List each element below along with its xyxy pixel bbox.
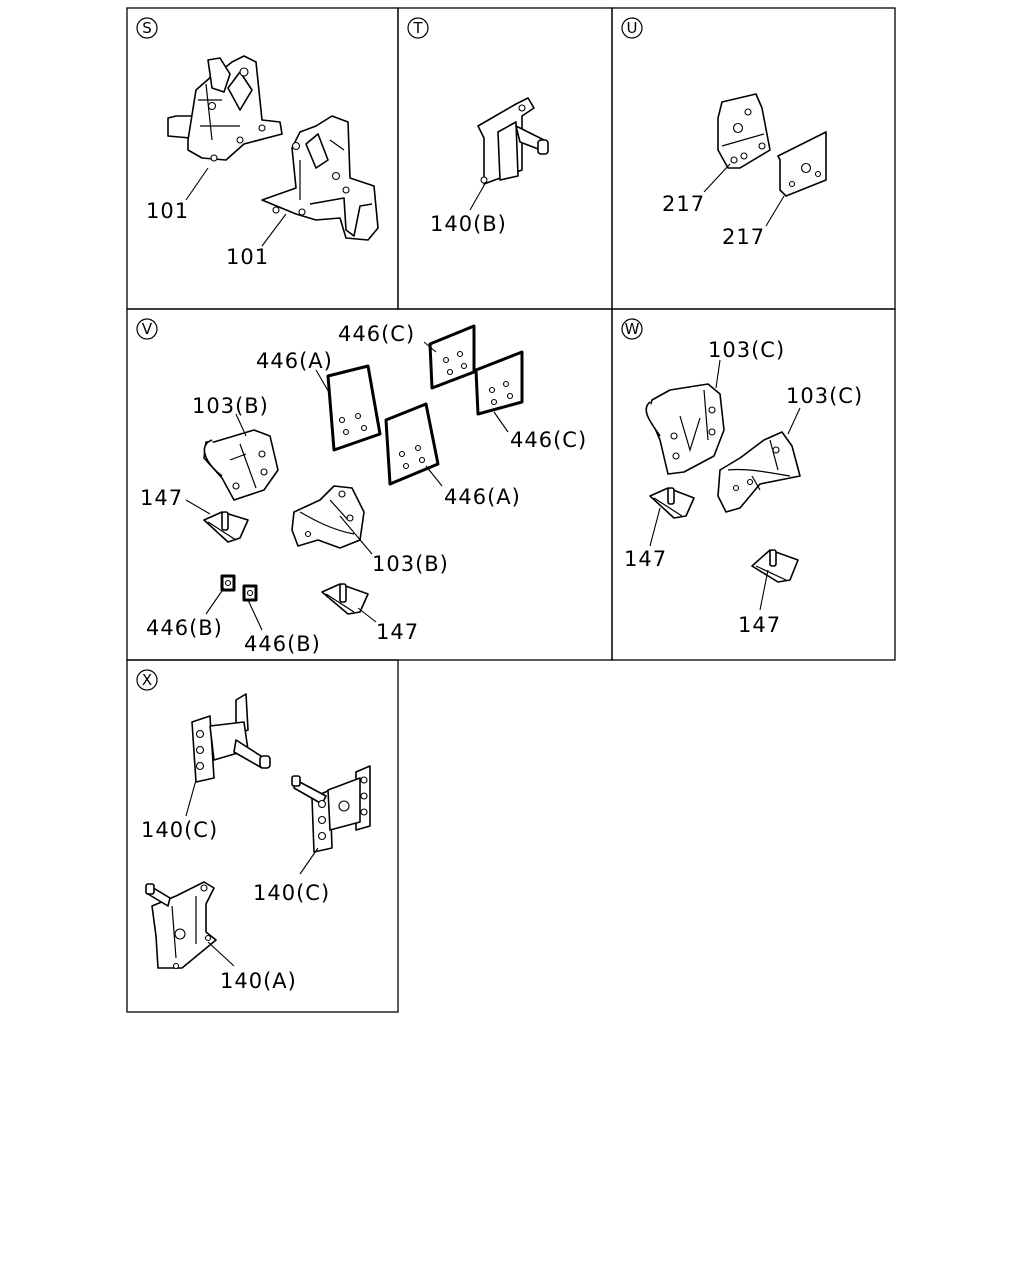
- callout-147-lower: 147: [376, 620, 419, 644]
- callout-446c-top: 446(C): [338, 322, 415, 346]
- panel-u-marker: U: [621, 17, 643, 39]
- panel-t-marker: T: [407, 17, 429, 39]
- panel-w-marker: W: [621, 318, 643, 340]
- panel-v-marker: V: [136, 318, 158, 340]
- bracket-103c-left-drawing: [645, 383, 725, 475]
- panel-v-frame: [126, 308, 613, 661]
- pad-147-w-lower-drawing: [751, 549, 799, 583]
- panel-x-frame: [126, 659, 399, 1013]
- pad-147-upper-drawing: [203, 511, 249, 543]
- callout-147-w-lower: 147: [738, 613, 781, 637]
- panel-s-marker: S: [136, 17, 158, 39]
- panel-x-marker: X: [136, 669, 158, 691]
- callout-103c-right: 103(C): [786, 384, 863, 408]
- bracket-101-upper-drawing: [167, 55, 283, 162]
- pad-147-w-upper-drawing: [649, 487, 695, 519]
- shaft-bracket-140a-drawing: [145, 881, 217, 970]
- svg-text:S: S: [142, 19, 152, 37]
- callout-101-lower: 101: [226, 245, 269, 269]
- callout-147-upper: 147: [140, 486, 183, 510]
- svg-text:V: V: [142, 320, 153, 338]
- plate-446a-upper-drawing: [326, 364, 382, 452]
- plate-446c-top-drawing: [428, 324, 476, 390]
- callout-101-upper: 101: [146, 199, 189, 223]
- pad-147-lower-drawing: [321, 583, 369, 615]
- bracket-103c-right-drawing: [717, 431, 801, 513]
- bracket-103b-lower-drawing: [291, 485, 365, 549]
- shaft-bracket-140b-drawing: [477, 97, 549, 185]
- shaft-bracket-140c-upper-drawing: [191, 693, 271, 783]
- plate-446c-right-drawing: [474, 350, 524, 416]
- callout-147-w-upper: 147: [624, 547, 667, 571]
- callout-446b-right: 446(B): [244, 632, 321, 656]
- washer-446b-left-drawing: [220, 574, 236, 592]
- callout-217-upper: 217: [662, 192, 705, 216]
- bracket-217-small-drawing: [777, 131, 827, 197]
- bracket-103b-upper-drawing: [203, 429, 279, 501]
- plate-446a-lower-drawing: [384, 402, 440, 486]
- svg-text:T: T: [412, 19, 423, 37]
- callout-103b-upper: 103(B): [192, 394, 269, 418]
- callout-103c-left: 103(C): [708, 338, 785, 362]
- bracket-101-lower-drawing: [261, 115, 379, 241]
- callout-103b-lower: 103(B): [372, 552, 449, 576]
- panel-w-frame: [611, 308, 896, 661]
- bracket-217-large-drawing: [717, 93, 771, 169]
- svg-text:W: W: [625, 320, 640, 338]
- callout-140a: 140(A): [220, 969, 297, 993]
- callout-140c-lower: 140(C): [253, 881, 330, 905]
- callout-140c-upper: 140(C): [141, 818, 218, 842]
- callout-446a-lower: 446(A): [444, 485, 521, 509]
- callout-446a-top: 446(A): [256, 349, 333, 373]
- callout-140b: 140(B): [430, 212, 507, 236]
- shaft-bracket-140c-lower-drawing: [291, 765, 371, 853]
- washer-446b-right-drawing: [242, 584, 258, 602]
- svg-text:U: U: [627, 19, 638, 37]
- callout-446c-right: 446(C): [510, 428, 587, 452]
- callout-217-lower: 217: [722, 225, 765, 249]
- callout-446b-left: 446(B): [146, 616, 223, 640]
- svg-text:X: X: [142, 671, 152, 689]
